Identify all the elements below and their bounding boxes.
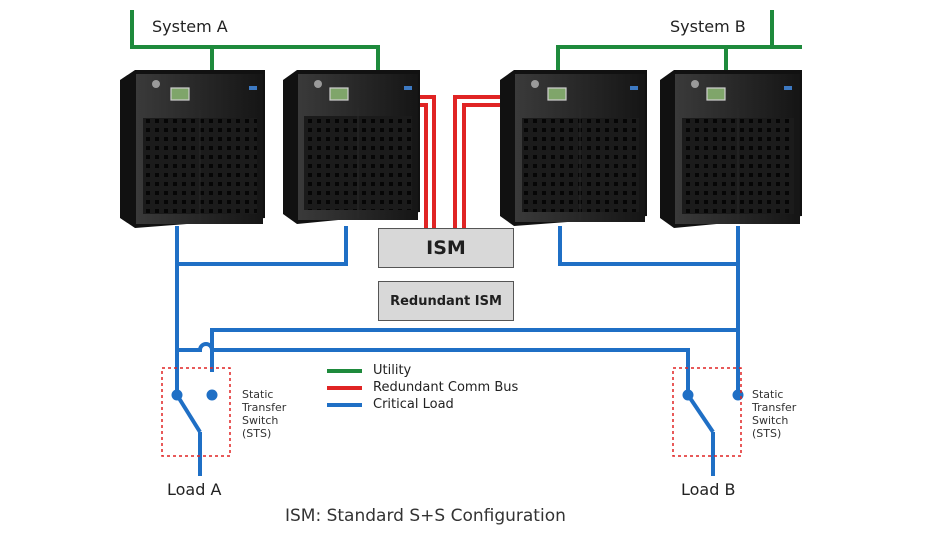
sts-a-line: Transfer — [242, 401, 287, 414]
sts-b-line: Transfer — [752, 401, 797, 414]
legend-swatches — [327, 369, 362, 407]
sts-a-line: (STS) — [242, 427, 272, 440]
sts-b-line: (STS) — [752, 427, 782, 440]
legend-label-comm-bus: Redundant Comm Bus — [373, 380, 519, 395]
system-a-label: System A — [152, 17, 228, 36]
system-b-label: System B — [670, 17, 746, 36]
ups-cabinet-b1 — [500, 70, 647, 226]
redundant-ism-box: Redundant ISM — [378, 281, 514, 321]
sts-b-line: Switch — [752, 414, 789, 427]
utility-lines — [130, 10, 802, 80]
ups-cabinet-b2 — [660, 70, 802, 228]
ups-cabinet-a1 — [120, 70, 265, 228]
legend-label-utility: Utility — [373, 363, 412, 378]
ism-box: ISM — [378, 228, 514, 268]
sts-b-label: Static Transfer Switch (STS) — [752, 388, 812, 440]
critical-load-lines — [171, 226, 744, 476]
sts-b-box — [672, 367, 742, 457]
sts-b-line: Static — [752, 388, 784, 401]
load-a-label: Load A — [167, 480, 222, 499]
load-b-label: Load B — [681, 480, 736, 499]
sts-a-line: Static — [242, 388, 274, 401]
ups-cabinet-a2 — [283, 70, 420, 224]
diagram-caption: ISM: Standard S+S Configuration — [285, 506, 566, 526]
sts-a-line: Switch — [242, 414, 279, 427]
legend-label-critical-load: Critical Load — [373, 397, 454, 412]
sts-a-label: Static Transfer Switch (STS) — [242, 388, 302, 440]
comm-bus-lines — [416, 95, 500, 230]
sts-a-box — [161, 367, 231, 457]
